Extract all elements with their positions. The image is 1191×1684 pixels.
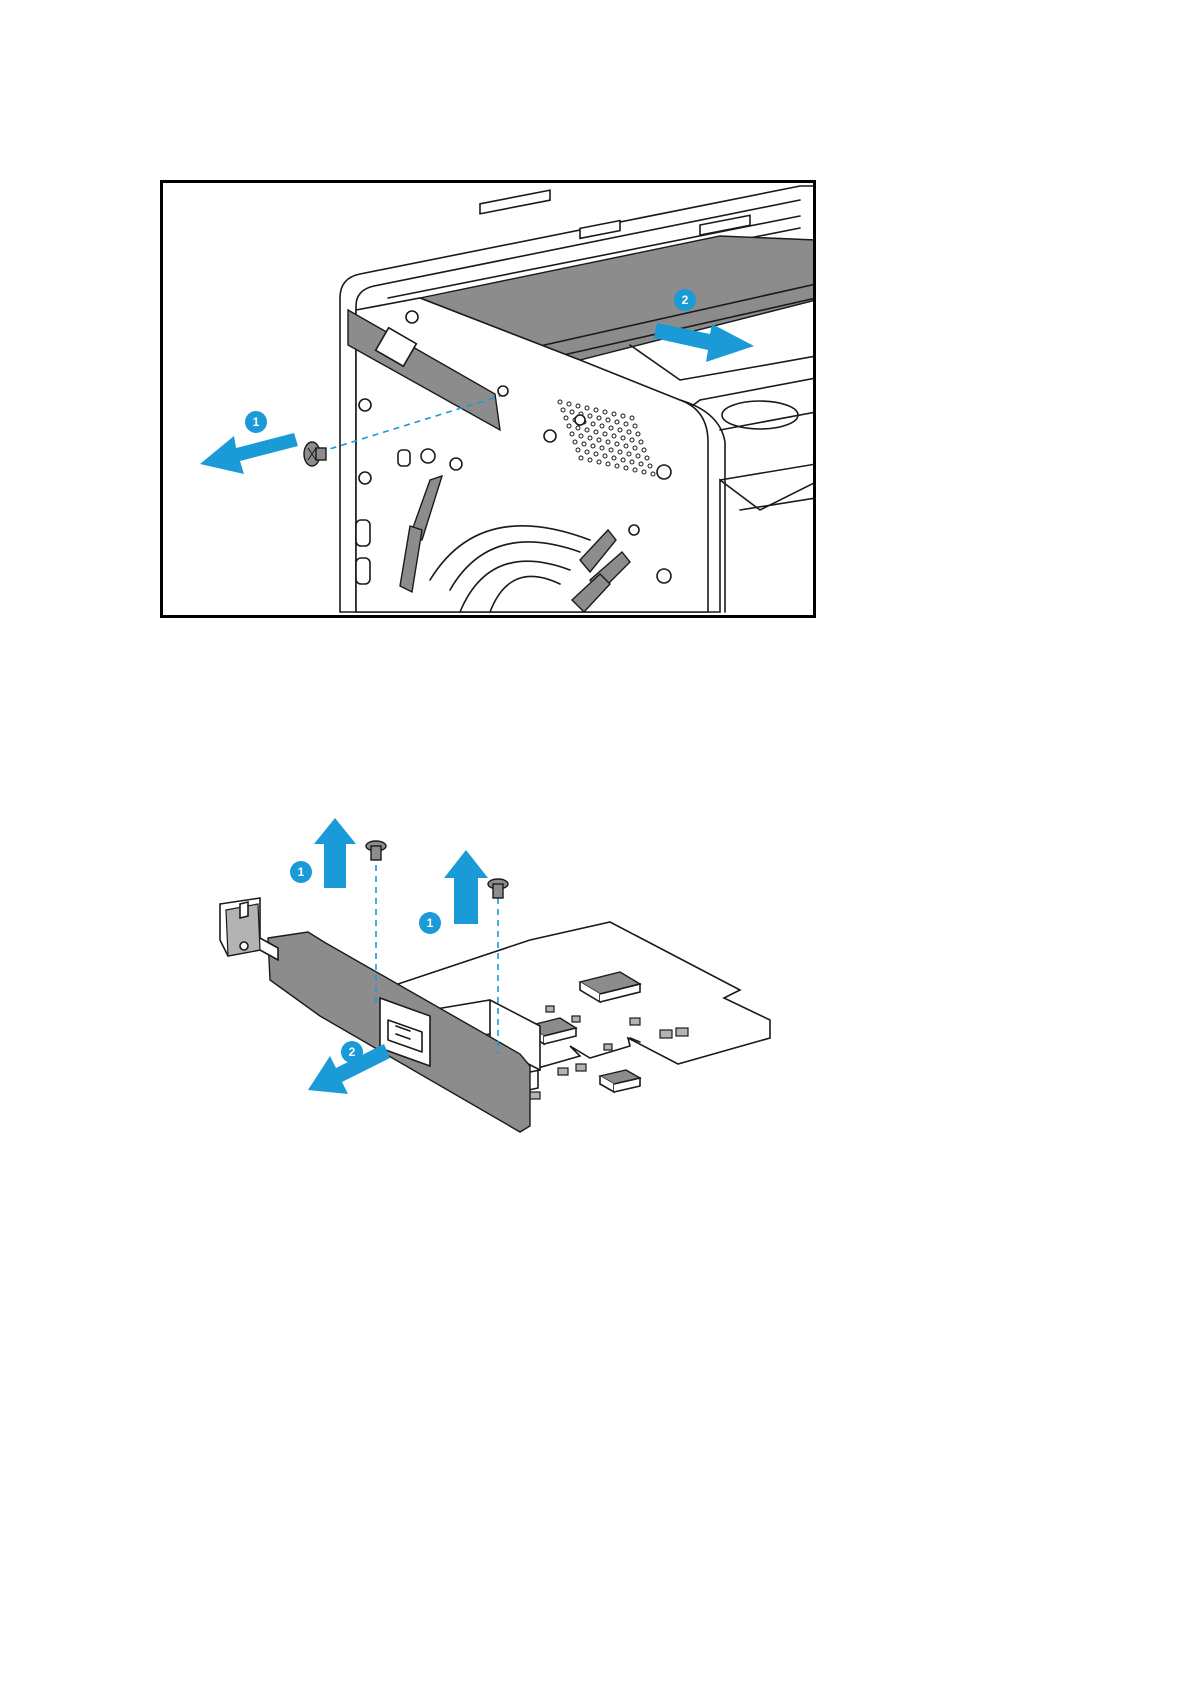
vent-hole: [588, 458, 592, 462]
vent-hole: [612, 412, 616, 416]
vent-hole: [561, 408, 565, 412]
vent-hole: [585, 450, 589, 454]
callout-badge-1: 1: [419, 912, 441, 934]
vent-hole: [615, 464, 619, 468]
vent-hole: [639, 440, 643, 444]
vent-hole: [576, 404, 580, 408]
vent-hole: [633, 468, 637, 472]
vent-hole: [624, 422, 628, 426]
vent-hole: [642, 470, 646, 474]
arrow-up-icon: [314, 818, 356, 888]
vent-hole: [570, 432, 574, 436]
screw-icon: [366, 841, 386, 860]
vent-hole: [582, 442, 586, 446]
vent-hole: [633, 446, 637, 450]
vent-hole: [633, 424, 637, 428]
vent-hole: [603, 454, 607, 458]
vent-hole: [642, 448, 646, 452]
vent-hole: [594, 408, 598, 412]
screw-icon: [304, 442, 326, 466]
vent-hole: [579, 434, 583, 438]
vent-hole: [564, 416, 568, 420]
callout-label: 1: [253, 415, 260, 429]
vent-hole: [576, 426, 580, 430]
bracket-screw-hole: [498, 386, 508, 396]
arrow-left-icon: [200, 433, 298, 474]
vent-hole: [588, 436, 592, 440]
vent-hole: [624, 444, 628, 448]
vent-hole: [591, 444, 595, 448]
callout-badge-2: 2: [674, 289, 696, 311]
vent-hole: [609, 426, 613, 430]
vent-hole: [597, 416, 601, 420]
vent-hole: [630, 438, 634, 442]
vent-hole: [570, 410, 574, 414]
vent-hole: [615, 442, 619, 446]
vent-hole: [585, 406, 589, 410]
vent-hole: [621, 458, 625, 462]
vent-hole: [618, 450, 622, 454]
callout-label: 1: [427, 916, 434, 930]
vent-hole: [585, 428, 589, 432]
arrow-up-icon: [444, 850, 488, 924]
vent-hole: [609, 448, 613, 452]
vent-hole: [567, 424, 571, 428]
chassis-drawing: 1 2: [160, 180, 816, 618]
vent-hole: [624, 466, 628, 470]
vent-hole: [630, 460, 634, 464]
vent-hole: [600, 446, 604, 450]
vent-hole: [591, 422, 595, 426]
vent-hole: [630, 416, 634, 420]
callout-badge-1: 1: [290, 861, 312, 883]
vent-hole: [567, 402, 571, 406]
callout-label: 1: [298, 865, 305, 879]
screw-icon: [488, 879, 508, 898]
vent-hole: [639, 462, 643, 466]
network-card-illustration: 1 1 2: [200, 830, 800, 1220]
vent-hole: [627, 430, 631, 434]
vent-hole: [621, 414, 625, 418]
vent-hole: [636, 454, 640, 458]
vent-hole: [615, 420, 619, 424]
vent-hole: [558, 400, 562, 404]
vent-hole: [627, 452, 631, 456]
vent-hole: [603, 410, 607, 414]
vent-hole: [618, 428, 622, 432]
vent-hole: [588, 414, 592, 418]
bracket-screw-top: [406, 311, 418, 323]
vent-hole: [606, 418, 610, 422]
callout-badge-2: 2: [341, 1041, 363, 1063]
chassis-illustration: 1 2: [160, 180, 816, 618]
vent-hole: [576, 448, 580, 452]
vent-hole: [651, 472, 655, 476]
vent-hole: [645, 456, 649, 460]
vent-hole: [603, 432, 607, 436]
callout-badge-1: 1: [245, 411, 267, 433]
vent-hole: [597, 460, 601, 464]
vent-hole: [612, 456, 616, 460]
vent-hole: [621, 436, 625, 440]
vent-hole: [594, 452, 598, 456]
vent-hole: [612, 434, 616, 438]
vent-hole: [597, 438, 601, 442]
vent-hole: [606, 440, 610, 444]
vent-hole: [594, 430, 598, 434]
callout-label: 2: [349, 1045, 356, 1059]
vent-hole: [600, 424, 604, 428]
network-card-drawing: 1 1 2: [200, 830, 800, 1220]
vent-hole: [648, 464, 652, 468]
vent-hole: [636, 432, 640, 436]
vent-hole: [579, 456, 583, 460]
vent-hole: [573, 440, 577, 444]
vent-hole: [606, 462, 610, 466]
callout-label: 2: [682, 293, 689, 307]
